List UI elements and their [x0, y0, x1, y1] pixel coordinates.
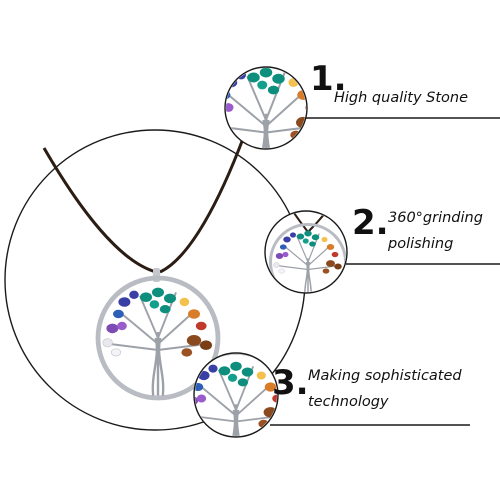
feature-3-caption-line2: technology: [308, 394, 389, 410]
feature-2-caption-line2: polishing: [388, 236, 454, 252]
feature-2-caption-line1: 360°grinding: [388, 210, 483, 226]
feature-1-caption: High quality Stone: [334, 90, 469, 106]
feature-1-number: 1.: [310, 59, 347, 99]
feature-3-caption-line1: Making sophisticated: [308, 368, 462, 384]
feature-3-number: 3.: [272, 363, 309, 403]
feature-2-number: 2.: [352, 203, 389, 243]
